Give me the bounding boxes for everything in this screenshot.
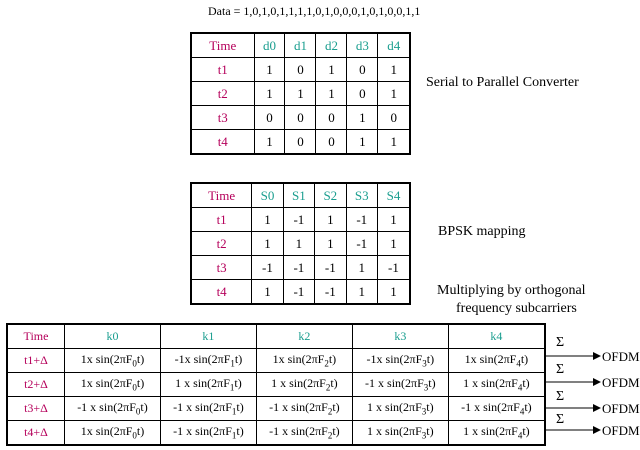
table-cell: 0: [284, 57, 317, 82]
table-cell: -1 x sin(2πF1t): [159, 420, 257, 446]
table-cell: 1: [377, 81, 411, 106]
header-cell: k3: [351, 323, 449, 349]
table-cell: -1: [314, 279, 347, 305]
table-cell: 1: [346, 105, 379, 130]
table-cell: 0: [284, 105, 317, 130]
subcarrier-table: Time k0 k1 k2 k3 k4 t1+Δ 1x sin(2πF0t) -…: [6, 323, 546, 446]
row-label: t4: [190, 279, 253, 305]
table-cell: -1x sin(2πF3t): [351, 348, 449, 373]
header-cell: Time: [190, 32, 255, 58]
serial-parallel-table: Time d0 d1 d2 d3 d4 t1 1 0 1 0 1 t2 1 1 …: [190, 32, 411, 155]
table-cell: 1: [376, 279, 411, 305]
multiply-label-line1: Multiplying by orthogonal: [437, 283, 586, 298]
table-cell: 1 x sin(2πF3t): [351, 396, 449, 421]
table-cell: 0: [377, 105, 411, 130]
header-cell: d4: [377, 32, 411, 58]
ofdm-output-0: OFDM0: [602, 349, 640, 367]
row-label: t4+Δ: [6, 420, 65, 446]
table-cell: -1: [314, 255, 347, 280]
row-label: t3: [190, 105, 255, 130]
table-cell: -1 x sin(2πF1t): [159, 396, 257, 421]
row-label: t3+Δ: [6, 396, 65, 421]
table-cell: 1: [253, 57, 286, 82]
serial-parallel-label: Serial to Parallel Converter: [426, 75, 579, 90]
header-cell: S1: [282, 182, 316, 208]
row-label: t2: [190, 231, 253, 256]
table-cell: 1 x sin(2πF4t): [447, 420, 546, 446]
row-label: t3: [190, 255, 253, 280]
row-label: t2+Δ: [6, 372, 65, 397]
table-cell: 1x sin(2πF0t): [64, 372, 161, 397]
table-cell: -1: [376, 255, 411, 280]
table-cell: -1: [282, 279, 316, 305]
table-cell: 1 x sin(2πF4t): [447, 372, 546, 397]
table-cell: -1 x sin(2πF3t): [351, 372, 449, 397]
multiply-label-line2: frequency subcarriers: [456, 301, 577, 316]
table-cell: -1: [251, 255, 284, 280]
table-cell: -1: [282, 255, 316, 280]
sigma-symbol: Σ: [556, 389, 565, 404]
bpsk-table: Time S0 S1 S2 S3 S4 t1 1 -1 1 -1 1 t2 1 …: [190, 182, 411, 305]
table-cell: 1: [345, 279, 378, 305]
table-header-row: Time S0 S1 S2 S3 S4: [190, 182, 411, 208]
table-cell: 1: [377, 129, 411, 155]
table-cell: 1: [345, 255, 378, 280]
ofdm-output-2: OFDM2: [602, 401, 640, 419]
header-cell: S3: [345, 182, 378, 208]
table-row: t1 1 0 1 0 1: [190, 57, 411, 82]
table-row: t3 0 0 0 1 0: [190, 105, 411, 130]
ofdm-output-3: OFDM3: [602, 423, 640, 441]
header-cell: d1: [284, 32, 317, 58]
sigma-symbol: Σ: [556, 335, 565, 350]
table-cell: 1: [253, 129, 286, 155]
table-header-row: Time d0 d1 d2 d3 d4: [190, 32, 411, 58]
row-label: t1: [190, 57, 255, 82]
table-cell: 1x sin(2πF0t): [64, 420, 161, 446]
table-cell: -1 x sin(2πF2t): [255, 420, 353, 446]
table-cell: 1: [251, 279, 284, 305]
bpsk-label: BPSK mapping: [438, 224, 526, 239]
ofdm-output-1: OFDM1: [602, 375, 640, 393]
table-cell: -1 x sin(2πF0t): [64, 396, 161, 421]
table-row: t4+Δ 1x sin(2πF0t) -1 x sin(2πF1t) -1 x …: [6, 420, 546, 446]
row-label: t2: [190, 81, 255, 106]
sigma-symbol: Σ: [556, 362, 565, 377]
table-cell: 1 x sin(2πF1t): [159, 372, 257, 397]
table-row: t2 1 1 1 0 1: [190, 81, 411, 106]
header-cell: k4: [447, 323, 546, 349]
data-sequence: Data = 1,0,1,0,1,1,1,1,0,1,0,0,0,1,0,1,0…: [208, 4, 421, 18]
table-row: t1+Δ 1x sin(2πF0t) -1x sin(2πF1t) 1x sin…: [6, 348, 546, 373]
table-row: t2+Δ 1x sin(2πF0t) 1 x sin(2πF1t) 1 x si…: [6, 372, 546, 397]
table-row: t4 1 0 0 1 1: [190, 129, 411, 155]
table-cell: 0: [253, 105, 286, 130]
table-row: t3 -1 -1 -1 1 -1: [190, 255, 411, 280]
table-cell: 1x sin(2πF2t): [255, 348, 353, 373]
header-cell: d0: [253, 32, 286, 58]
table-cell: -1 x sin(2πF4t): [447, 396, 546, 421]
table-row: t4 1 -1 -1 1 1: [190, 279, 411, 305]
table-cell: 1x sin(2πF4t): [447, 348, 546, 373]
table-cell: -1: [282, 207, 316, 232]
header-cell: k1: [159, 323, 257, 349]
header-cell: k0: [64, 323, 161, 349]
row-label: t1+Δ: [6, 348, 65, 373]
table-row: t3+Δ -1 x sin(2πF0t) -1 x sin(2πF1t) -1 …: [6, 396, 546, 421]
table-cell: 1: [314, 231, 347, 256]
sigma-symbol: Σ: [556, 412, 565, 427]
header-cell: S4: [376, 182, 411, 208]
table-cell: 1 x sin(2πF3t): [351, 420, 449, 446]
row-label: t4: [190, 129, 255, 155]
table-header-row: Time k0 k1 k2 k3 k4: [6, 323, 546, 349]
table-cell: -1x sin(2πF1t): [159, 348, 257, 373]
header-cell: Time: [6, 323, 65, 349]
header-cell: d3: [346, 32, 379, 58]
